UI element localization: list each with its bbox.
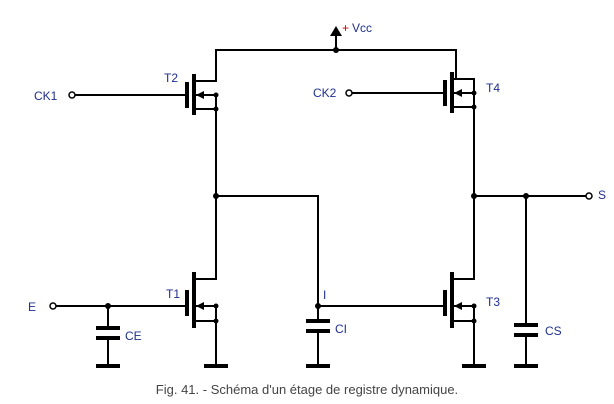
- top-rail: [215, 47, 457, 53]
- transistor-t2: T2: [164, 49, 219, 115]
- transistor-t4: T4: [443, 49, 500, 113]
- capacitor-ce: CE: [96, 326, 142, 368]
- vcc-arrow-icon: [330, 26, 342, 36]
- cs-label: CS: [545, 324, 562, 338]
- transistor-t1: T1: [166, 272, 228, 368]
- output-node: S: [471, 106, 606, 280]
- figure-caption: Fig. 41. - Schéma d'un étage de registre…: [156, 382, 458, 397]
- t4-label: T4: [486, 81, 500, 95]
- node-i-label: I: [323, 288, 326, 302]
- t1-label: T1: [166, 287, 180, 301]
- e-input: E: [28, 300, 188, 328]
- vcc-label: Vcc: [352, 21, 372, 35]
- ce-label: CE: [125, 329, 142, 343]
- ck2-terminal: [345, 89, 353, 97]
- ck1-label: CK1: [34, 89, 58, 103]
- vcc-sign: +: [342, 21, 349, 35]
- s-label: S: [598, 188, 606, 202]
- e-label: E: [28, 300, 36, 314]
- s-terminal: [585, 192, 593, 200]
- left-node: [213, 108, 319, 321]
- ck2-input: CK2: [313, 86, 446, 100]
- ci-label: CI: [335, 322, 347, 336]
- ck1-input: CK1: [34, 89, 188, 103]
- e-terminal: [49, 302, 57, 310]
- t2-label: T2: [164, 71, 178, 85]
- vcc-supply: + Vcc: [330, 21, 372, 51]
- transistor-t3: T3: [443, 272, 500, 368]
- t3-label: T3: [486, 295, 500, 309]
- capacitor-ci: I CI: [306, 288, 347, 368]
- capacitor-cs: CS: [514, 195, 562, 368]
- ck1-terminal: [68, 91, 76, 99]
- ck2-label: CK2: [313, 86, 337, 100]
